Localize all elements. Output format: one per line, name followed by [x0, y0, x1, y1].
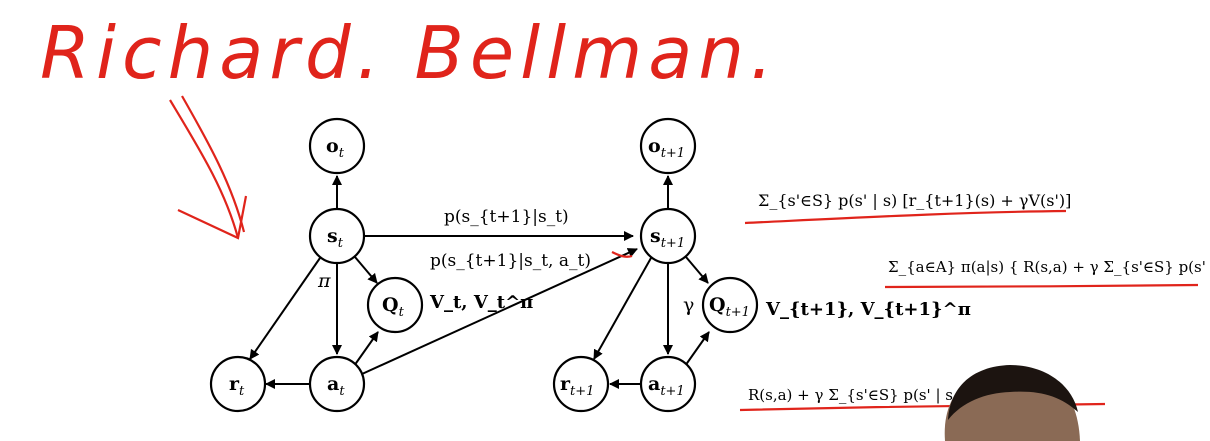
equation-1: Σ_{s'∈S} p(s' | s) [r_{t+1}(s) + γV(s')] [758, 191, 1071, 210]
label-s-t1: st+1 [650, 225, 685, 251]
node-s-t [308, 207, 366, 265]
node-r-t1 [552, 355, 610, 413]
edge-a-to-s-next [361, 248, 638, 375]
handwritten-title: Richard. Bellman. [40, 11, 779, 95]
node-a-t1 [639, 355, 697, 413]
edge-s-to-r-t1 [593, 257, 652, 360]
node-s-t1 [639, 207, 697, 265]
label-r-t1: rt+1 [560, 373, 594, 399]
underline-eq1 [744, 209, 1067, 225]
label-s-t: st [327, 225, 344, 251]
edge-a-to-q-t [353, 331, 379, 367]
node-o-t [308, 117, 366, 175]
label-a-t: at [327, 373, 345, 399]
equation-2: Σ_{a∈A} π(a|s) { R(s,a) + γ Σ_{s'∈S} p(s… [888, 258, 1210, 276]
underline-eq2 [884, 283, 1199, 289]
edges-t [249, 175, 638, 389]
pen-mark [611, 251, 633, 258]
node-q-t [366, 276, 424, 334]
label-q-t1: Qt+1 [709, 294, 750, 320]
node-a-t [308, 355, 366, 413]
node-q-t1 [701, 276, 759, 334]
label-q-t: Qt [382, 294, 405, 320]
label-values-t1: V_{t+1}, V_{t+1}^π [765, 299, 971, 320]
label-values-t: V_t, V_t^π [429, 292, 533, 313]
label-a-t1: at+1 [648, 373, 685, 399]
edge-s-to-q-t [354, 256, 378, 284]
nodes-t [209, 117, 424, 413]
label-transition-action: p(s_{t+1}|s_t, a_t) [430, 251, 591, 271]
label-transition: p(s_{t+1}|s_t) [444, 207, 569, 227]
label-policy: π [317, 270, 331, 292]
node-o-t1 [639, 117, 697, 175]
label-r-t: rt [229, 373, 245, 399]
edge-a-to-q-t1 [684, 331, 710, 367]
nodes-t1 [552, 117, 759, 413]
handwritten-arrow [169, 95, 248, 240]
label-o-t: ot [326, 135, 345, 161]
presenter-webcam [944, 365, 1080, 441]
label-gamma: γ [683, 294, 694, 316]
edge-s-to-r-t [249, 257, 321, 360]
edges-t1 [593, 175, 710, 389]
label-o-t1: ot+1 [648, 135, 685, 161]
presenter-hair [948, 365, 1078, 420]
node-r-t [209, 355, 267, 413]
edge-s-to-q-t1 [685, 256, 709, 284]
